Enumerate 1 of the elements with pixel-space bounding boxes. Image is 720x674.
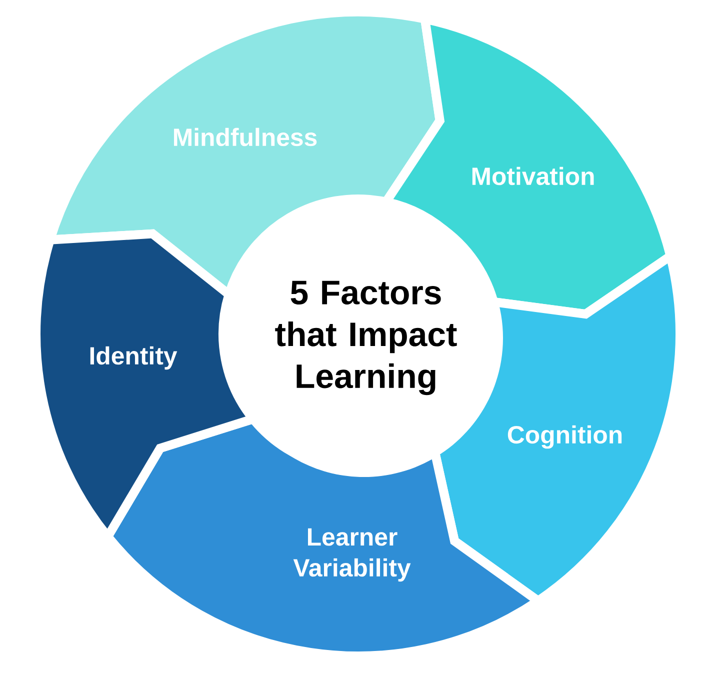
node-label: 5 Factors that Impact Learning (275, 280, 457, 396)
